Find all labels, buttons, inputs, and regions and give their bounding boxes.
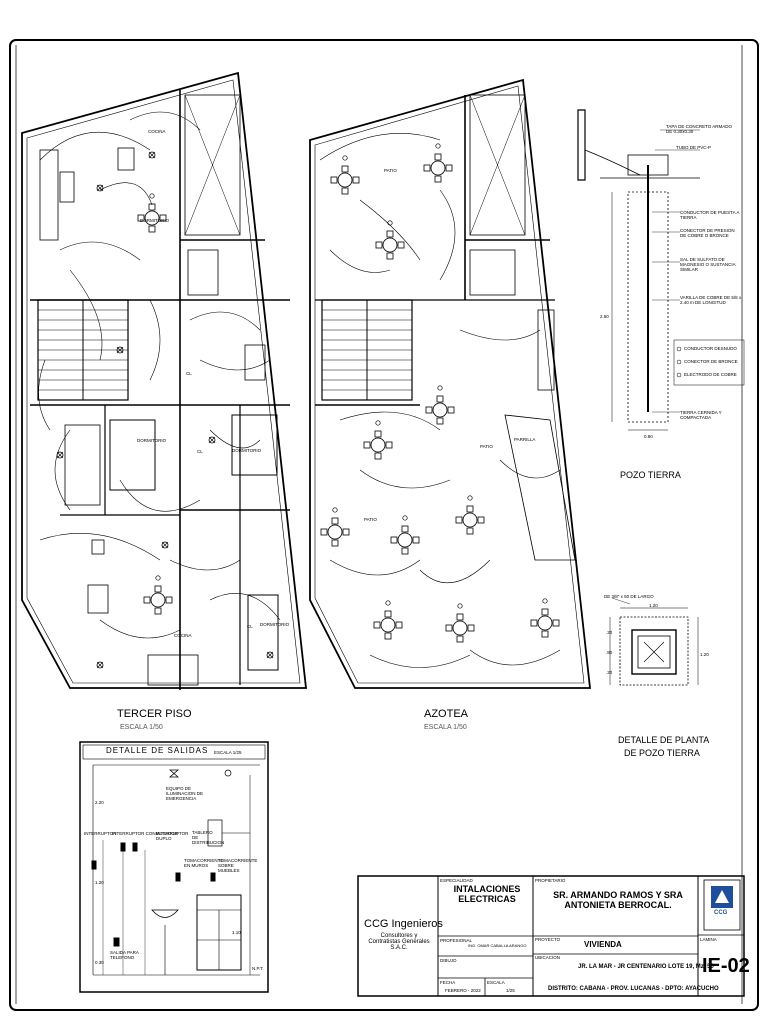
- pozo-note-5: SAL DE SULFATO DE MAGNESIO O SUSTANCIA S…: [680, 257, 736, 272]
- salida-interruptor: INTERRUPTOR: [84, 831, 117, 836]
- pozo-legend-3: ELECTRODO DE COBRE: [684, 372, 737, 377]
- room-label-cl-1: CL: [197, 449, 203, 454]
- plan-scale-tercer-piso: ESCALA 1/50: [120, 724, 163, 731]
- pozo-legend-2: CONECTOR DE BRONCE: [684, 359, 738, 364]
- room-label-patio-3: PATIO: [364, 517, 377, 522]
- detalle-planta-dim-outer: 1.20: [649, 603, 658, 608]
- pozo-note-1: TAPA DE CONCRETO ARMADO DE 0.30x0.30: [666, 124, 733, 134]
- salida-duplo: INTERRUPTOR DUPLO: [156, 831, 189, 841]
- tb-project: VIVIENDA: [584, 940, 622, 949]
- detalle-planta-pozo: [609, 597, 699, 686]
- pozo-note-4: CONECTOR DE PRESION DE COBRE O BRONCE: [680, 228, 735, 238]
- pozo-tierra-title: POZO TIERRA: [620, 470, 681, 480]
- tb-location-label: UBICACION: [535, 955, 561, 960]
- salida-dim-h3: 0.30: [95, 960, 104, 965]
- tb-professional: ING. OMAR CABALLA ARANGO: [468, 943, 527, 948]
- pozo-note-2: TUBO DE PVC-P: [676, 145, 712, 150]
- room-label-dormitorio-2: DORMITORIO: [137, 438, 167, 443]
- title-block-frame: [357, 875, 745, 997]
- detalle-planta-dim-a: .20: [606, 630, 613, 635]
- room-label-cocina: COCINA: [148, 129, 166, 134]
- tb-owner-label: PROPIETARIO: [535, 878, 566, 883]
- tb-date-label: FECHA: [440, 980, 456, 985]
- tb-district: DISTRITO: CABANA - PROV. LUCANAS - DPTO:…: [548, 986, 719, 992]
- detalle-planta-title-1: DETALLE DE PLANTA: [618, 735, 710, 745]
- pozo-note-7: TIERRA CERNIDA Y COMPACTADA: [680, 410, 722, 420]
- detalle-planta-dim-b: .80: [606, 650, 613, 655]
- tb-professional-label: PROFESIONAL: [440, 938, 473, 943]
- room-label-cl-2: CL: [186, 371, 192, 376]
- room-label-cl-3: CL: [247, 624, 253, 629]
- room-label-patio-1: PATIO: [384, 168, 397, 173]
- room-label-patio-2: PATIO: [480, 444, 493, 449]
- tb-specialty: INTALACIONES ELECTRICAS: [453, 884, 521, 904]
- detalle-salidas-scale: ESCALA 1/25: [214, 750, 242, 755]
- tb-sheet-label: LAMINA: [700, 937, 717, 942]
- tb-drawing-label: DIBUJO: [440, 958, 457, 963]
- salida-toma-muebles: TOMACORRIENTE SOBRE MUEBLES: [218, 858, 258, 873]
- plan-title-azotea: AZOTEA: [424, 708, 469, 720]
- room-label-dormitorio-4: DORMITORIO: [260, 622, 290, 627]
- tb-scale-label: ESCALA: [487, 980, 505, 985]
- salida-emergencia: EQUIPO DE ILUMINACION DE EMERGENCIA: [166, 786, 204, 801]
- salida-conmutador: INTERRUPTOR CONMUTADOR: [112, 831, 179, 836]
- tb-address: JR. LA MAR - JR CENTENARIO LOTE 19, Mz. …: [578, 964, 714, 970]
- tb-company: CCG Ingenieros: [364, 918, 443, 930]
- tb-specialty-label: ESPECIALIDAD: [440, 878, 473, 883]
- detalle-salidas-title: DETALLE DE SALIDAS: [106, 746, 209, 755]
- pozo-dim-depth: 2.50: [600, 314, 609, 319]
- room-label-parrilla: PARRILLA: [514, 437, 536, 442]
- floor-plan-azotea: [309, 78, 592, 689]
- detalle-salidas-panel: [79, 741, 269, 993]
- pozo-note-6: VARILLA DE COBRE DE 5/8 x 2.40 m DE LONG…: [680, 295, 742, 305]
- detalle-planta-note: DE 3/8" x 50 DE LARGO: [604, 594, 654, 599]
- floor-plan-tercer-piso: [21, 71, 308, 690]
- tb-scale: 1/25: [506, 988, 515, 993]
- pozo-dim-width: 0.80: [644, 434, 653, 439]
- salida-dim-h1: 2.20: [95, 800, 104, 805]
- tb-owner: SR. ARMANDO RAMOS Y SRA ANTONIETA BERROC…: [553, 890, 683, 910]
- salida-telefono: SALIDA PARA TELEFONO: [110, 950, 139, 960]
- plan-scale-azotea: ESCALA 1/50: [424, 724, 467, 731]
- detalle-planta-dim-side: 1.20: [700, 652, 709, 657]
- salida-dim-h4: 1.10: [232, 930, 241, 935]
- detalle-planta-dim-c: .20: [606, 670, 613, 675]
- salida-tablero: TABLERO DE DISTRIBUCION: [192, 830, 225, 845]
- salida-dim-h2: 1.20: [95, 880, 104, 885]
- tb-date: FEBRERO - 2022: [445, 988, 481, 993]
- salida-toma-muros: TOMACORRIENTE EN MUROS: [184, 858, 224, 868]
- pozo-tierra-section: [577, 109, 745, 431]
- pozo-note-3: CONDUCTOR DE PUESTA A TIERRA: [680, 210, 740, 220]
- ccg-logo: CCG: [714, 910, 728, 916]
- plan-title-tercer-piso: TERCER PISO: [117, 708, 192, 720]
- detalle-planta-title-2: DE POZO TIERRA: [624, 748, 700, 758]
- tb-sheet-number: IE-02: [702, 955, 750, 977]
- tb-company-sub: Consultores y Contratistas Generales S.A…: [368, 933, 430, 951]
- room-label-cocina-2: COCINA: [174, 633, 192, 638]
- salida-npt: N.P.T.: [252, 966, 264, 971]
- room-label-dormitorio-1: DORMITORIO: [140, 218, 170, 223]
- pozo-legend-1: CONDUCTOR DESNUDO: [684, 346, 737, 351]
- room-label-dormitorio-3: DORMITORIO: [232, 448, 262, 453]
- tb-project-label: PROYECTO: [535, 937, 561, 942]
